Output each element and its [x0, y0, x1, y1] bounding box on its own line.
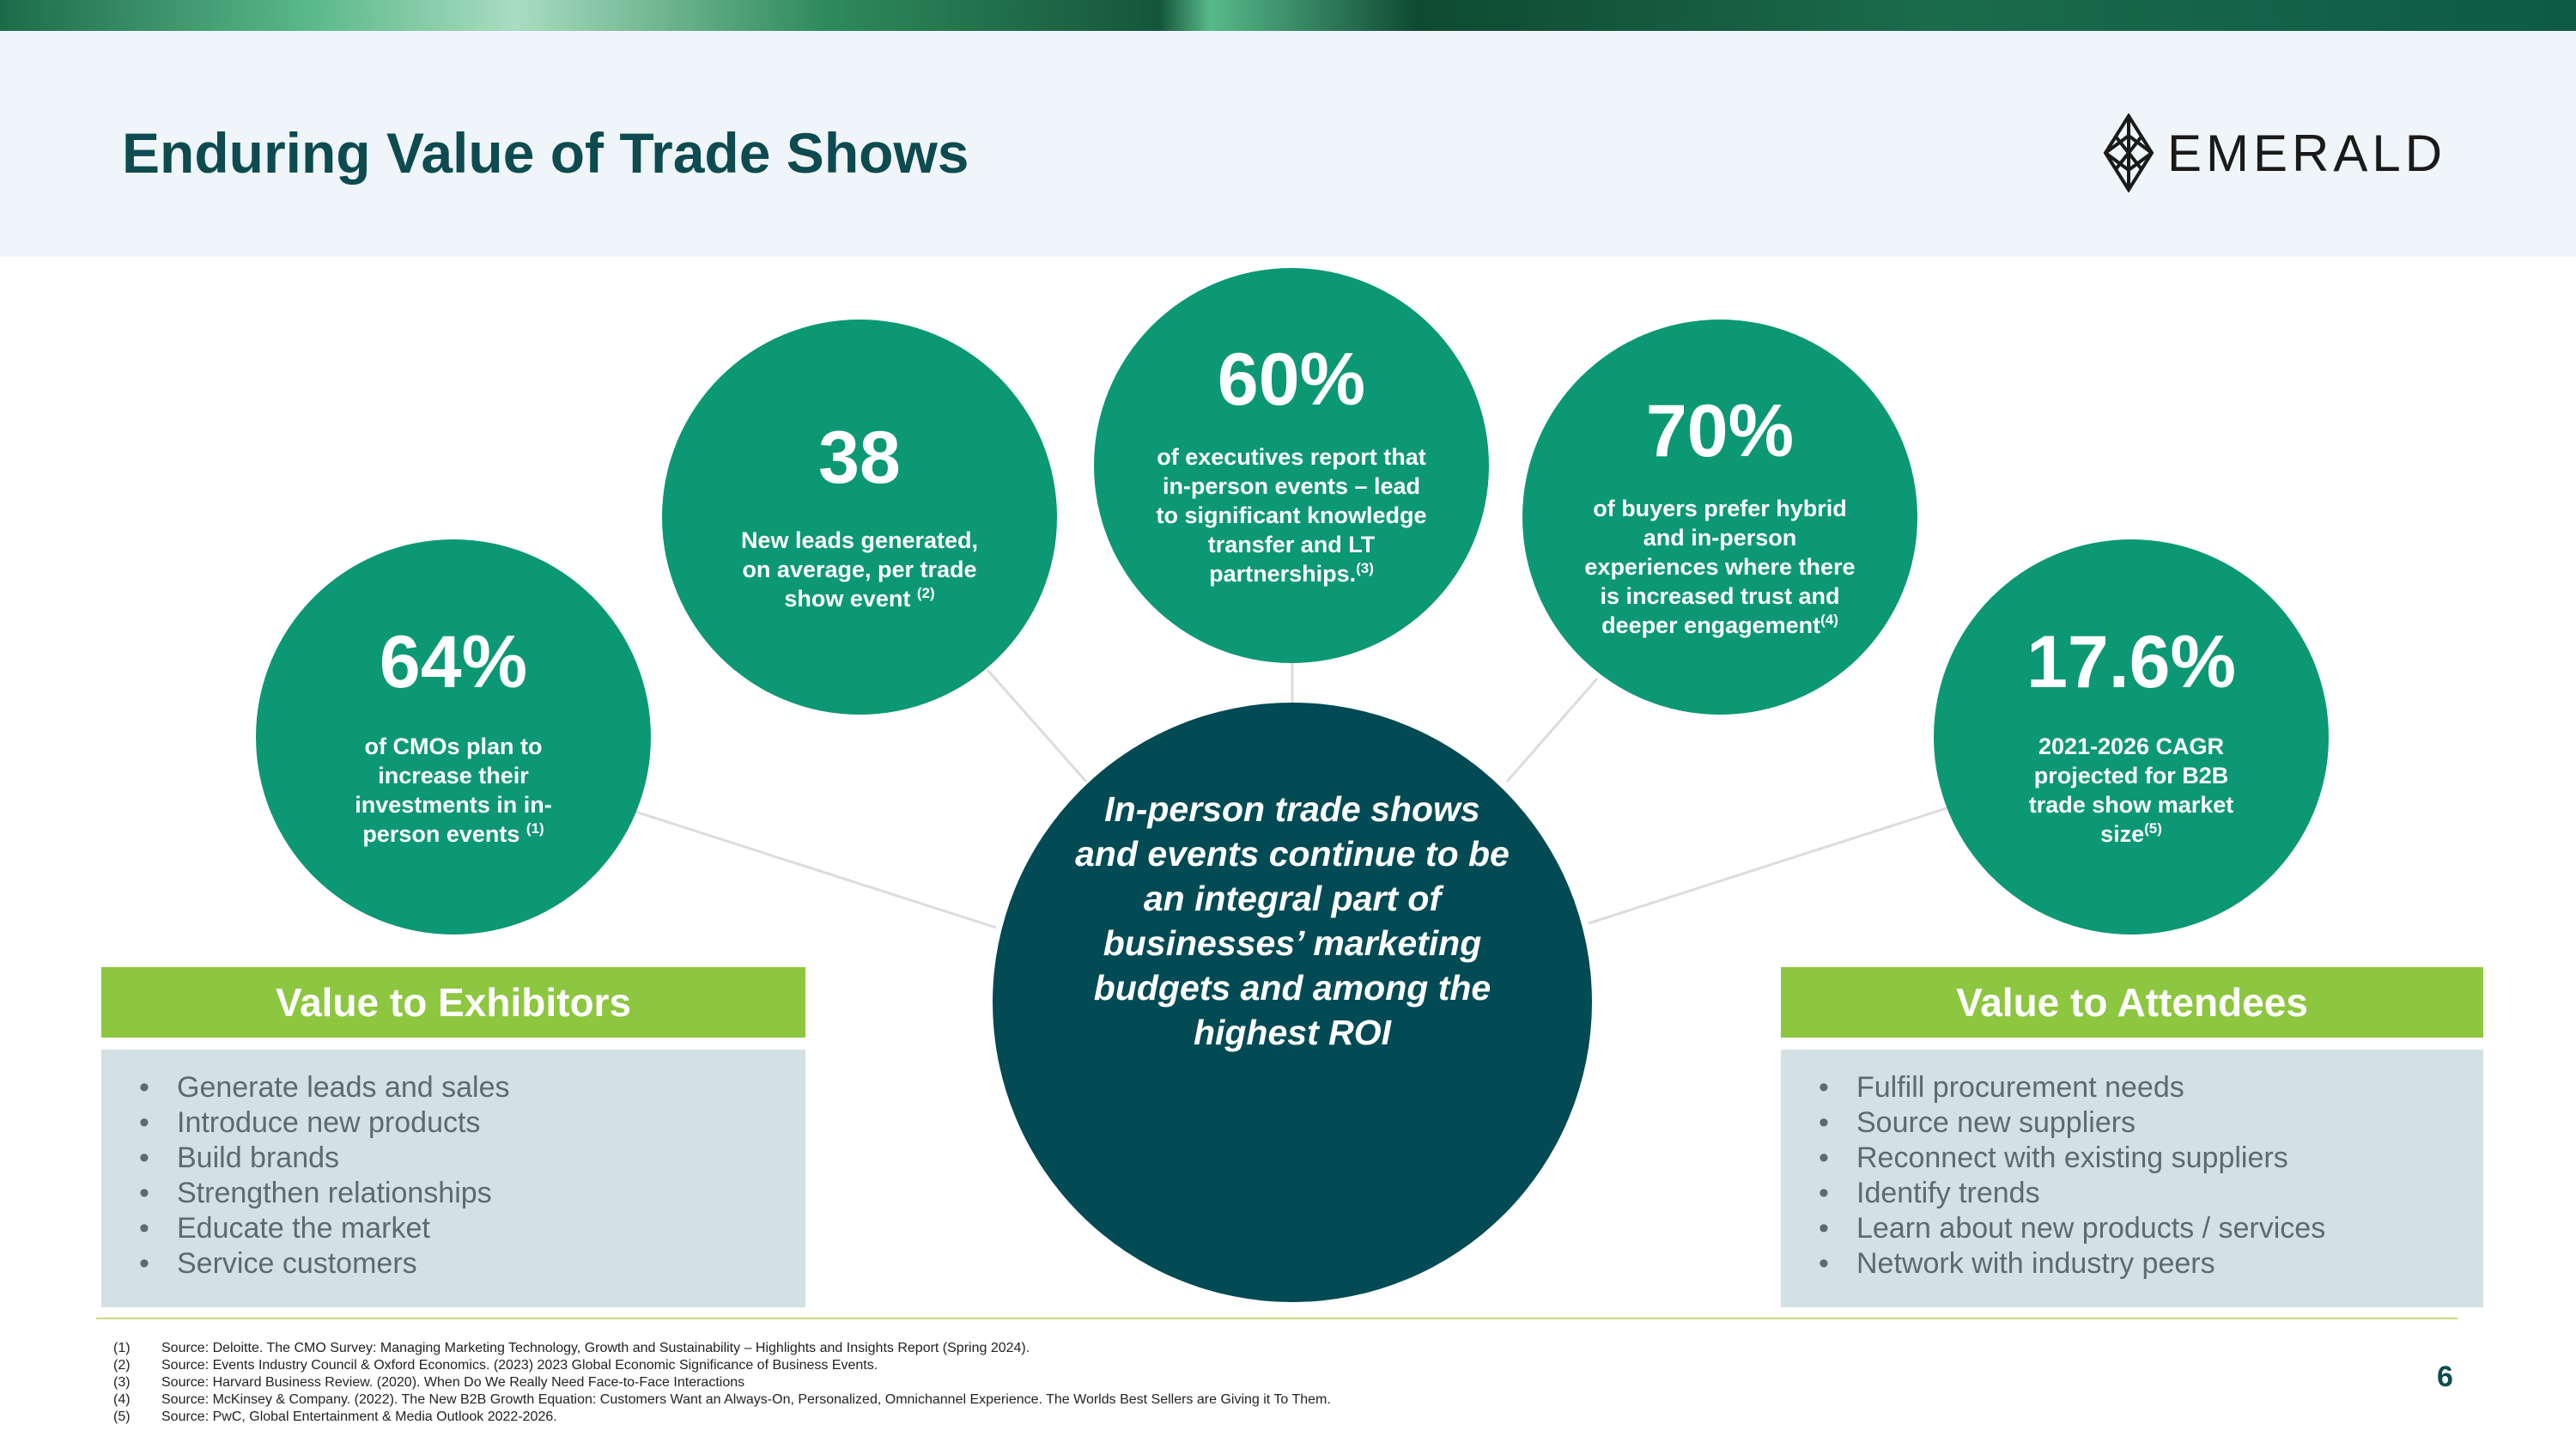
footnote-ref: (4): [1820, 612, 1838, 628]
list-item: Educate the market: [139, 1211, 805, 1246]
stat-value: 60%: [1217, 338, 1366, 421]
footnote-ref: (3): [1356, 560, 1374, 576]
footer-divider: [96, 1318, 2458, 1319]
emerald-logo: EMERALD: [2102, 112, 2446, 194]
footnote-ref: (1): [526, 820, 544, 837]
stat-value: 38: [818, 417, 901, 499]
page-title: Enduring Value of Trade Shows: [122, 121, 969, 185]
footnote: (2)Source: Events Industry Council & Oxf…: [113, 1358, 878, 1373]
footnote: (5)Source: PwC, Global Entertainment & M…: [113, 1409, 557, 1424]
attendees-header: Value to Attendees: [1781, 967, 2483, 1038]
footnote: (1)Source: Deloitte. The CMO Survey: Man…: [113, 1341, 1030, 1355]
stat-value: 17.6%: [2026, 621, 2236, 703]
footnote-ref: (5): [2144, 820, 2162, 837]
footnotes: (1)Source: Deloitte. The CMO Survey: Man…: [113, 1340, 1331, 1426]
stat-description: of executives report that in-person even…: [1156, 444, 1427, 587]
top-banner: [0, 0, 2576, 31]
footnote: (3)Source: Harvard Business Review. (202…: [113, 1375, 745, 1390]
stat-bubble-cagr: 17.6% 2021-2026 CAGR projected for B2B t…: [1934, 539, 2329, 935]
stat-bubble-leads: 38 New leads generated, on average, per …: [662, 320, 1057, 715]
list-item: Generate leads and sales: [139, 1070, 805, 1105]
list-item: Service customers: [139, 1246, 805, 1282]
list-item: Introduce new products: [139, 1105, 805, 1141]
stat-description: 2021-2026 CAGR projected for B2B trade s…: [2028, 734, 2234, 847]
list-item: Identify trends: [1819, 1176, 2483, 1211]
central-message: In-person trade shows and events continu…: [1075, 789, 1510, 1052]
list-item: Network with industry peers: [1819, 1246, 2483, 1282]
central-message-circle: In-person trade shows and events continu…: [993, 703, 1592, 1302]
stat-bubble-buyers: 70% of buyers prefer hybrid and in-perso…: [1522, 320, 1917, 715]
footnote: (4)Source: McKinsey & Company. (2022). T…: [113, 1392, 1331, 1407]
stat-bubble-executives: 60% of executives report that in-person …: [1094, 268, 1489, 663]
stat-value: 64%: [379, 621, 528, 703]
stat-description: New leads generated, on average, per tra…: [740, 527, 979, 612]
stat-value: 70%: [1645, 390, 1795, 472]
logo-wordmark: EMERALD: [2167, 124, 2447, 182]
exhibitors-header: Value to Exhibitors: [101, 967, 805, 1038]
page-number: 6: [2437, 1361, 2453, 1393]
stat-description: of buyers prefer hybrid and in-person ex…: [1584, 496, 1856, 638]
attendees-list: Fulfill procurement needs Source new sup…: [1819, 1070, 2483, 1282]
list-item: Strengthen relationships: [139, 1176, 805, 1211]
stat-description: of CMOs plan to increase their investmen…: [355, 734, 552, 847]
list-item: Build brands: [139, 1141, 805, 1176]
exhibitors-list-box: Generate leads and sales Introduce new p…: [101, 1050, 805, 1307]
list-item: Fulfill procurement needs: [1819, 1070, 2483, 1105]
footnote-ref: (2): [916, 585, 935, 601]
list-item: Reconnect with existing suppliers: [1819, 1141, 2483, 1176]
list-item: Learn about new products / services: [1819, 1211, 2483, 1246]
emerald-gem-icon: [2103, 113, 2154, 192]
stat-bubble-cmos: 64% of CMOs plan to increase their inves…: [256, 539, 651, 935]
list-item: Source new suppliers: [1819, 1105, 2483, 1141]
attendees-list-box: Fulfill procurement needs Source new sup…: [1781, 1050, 2483, 1307]
exhibitors-list: Generate leads and sales Introduce new p…: [139, 1070, 805, 1282]
